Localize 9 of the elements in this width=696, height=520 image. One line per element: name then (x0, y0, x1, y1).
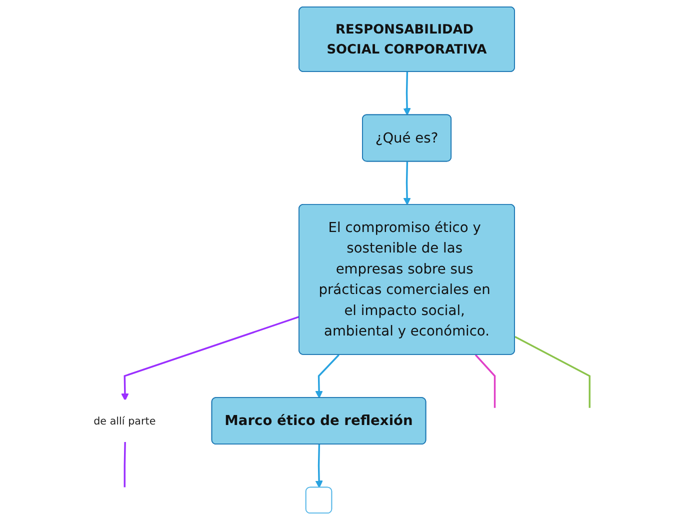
connector-line (315, 354, 340, 398)
connector-line (121, 316, 300, 401)
connector-line (124, 442, 126, 488)
node-text: de allí parte (94, 414, 156, 427)
connector-line (403, 72, 411, 116)
connector-line (474, 354, 496, 408)
connector-line (403, 162, 411, 206)
connector-line (315, 444, 323, 488)
connector-line (514, 336, 590, 408)
